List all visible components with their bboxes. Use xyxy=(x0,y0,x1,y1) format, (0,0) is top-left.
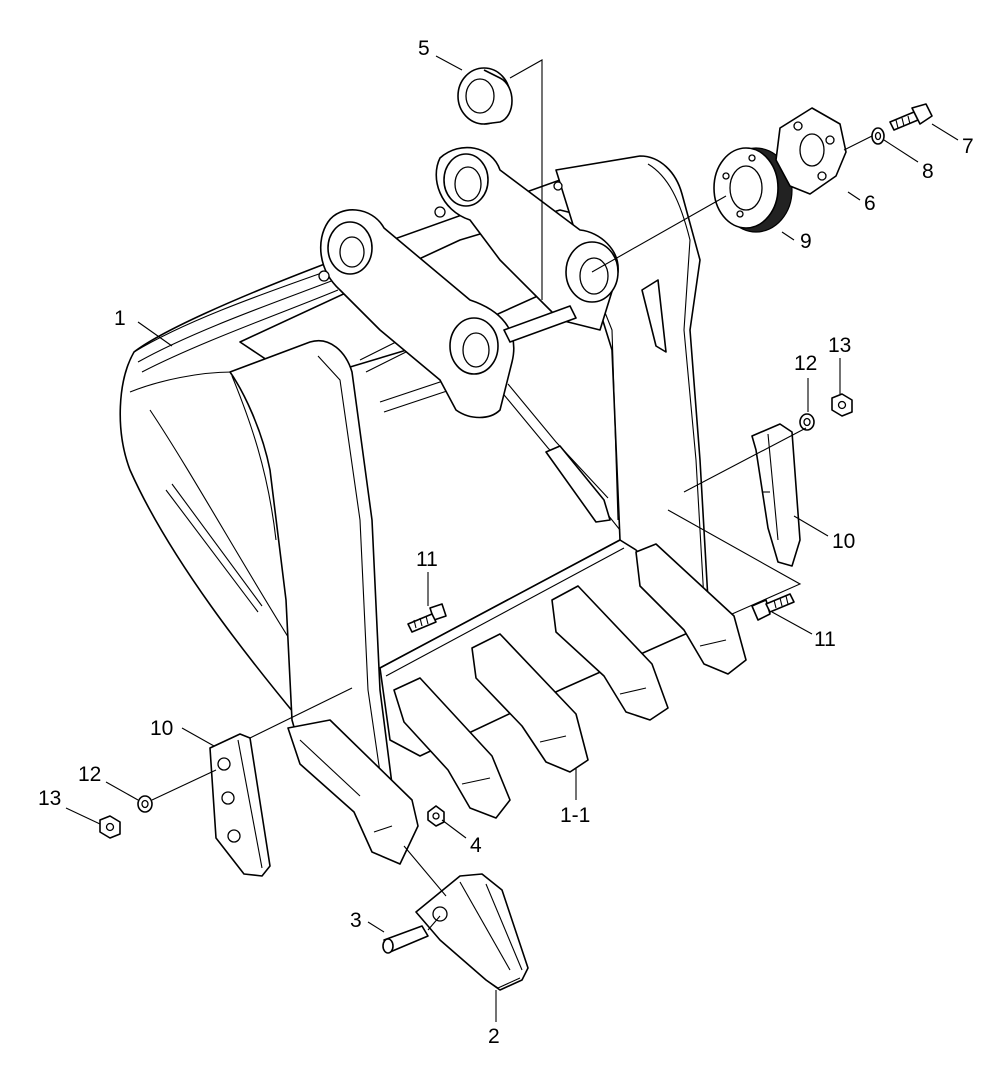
tooth-pin xyxy=(382,925,429,954)
retainer-plate xyxy=(775,107,847,195)
callout-1-1: 1-1 xyxy=(560,804,590,827)
lock-retainer xyxy=(427,805,445,827)
callout-10-left: 10 xyxy=(150,717,173,740)
callout-1: 1 xyxy=(114,307,126,330)
tooth-adapter-5 xyxy=(635,543,747,675)
callout-12-left: 12 xyxy=(78,763,101,786)
bushing xyxy=(457,67,513,125)
tooth-adapter-4 xyxy=(551,585,669,721)
washer-top xyxy=(871,127,885,145)
side-cutter-right xyxy=(751,423,801,567)
tooth-adapter-3 xyxy=(471,633,589,773)
washer-left xyxy=(137,795,153,813)
pin-boss-rear-left xyxy=(443,153,489,207)
callout-4: 4 xyxy=(470,834,482,857)
callout-8: 8 xyxy=(922,160,934,183)
bolt-right xyxy=(751,593,795,621)
side-cutter-left xyxy=(209,733,271,877)
bolt-center xyxy=(407,603,447,633)
callout-6: 6 xyxy=(864,192,876,215)
callout-labels: 1 5 7 8 6 9 12 13 10 11 11 10 12 13 1-1 … xyxy=(38,37,974,1048)
leader-lines xyxy=(65,55,959,1022)
tooth-adapters xyxy=(287,543,747,865)
callout-13-left: 13 xyxy=(38,787,61,810)
callout-3: 3 xyxy=(350,909,362,932)
ring-shim xyxy=(713,147,793,233)
pin-boss-front-right xyxy=(449,317,499,375)
washer-right xyxy=(799,413,815,431)
callout-2: 2 xyxy=(488,1025,500,1048)
callout-11-right: 11 xyxy=(814,628,836,651)
bolt-top xyxy=(889,103,933,131)
callout-5: 5 xyxy=(418,37,430,60)
nut-right xyxy=(831,393,853,417)
pin-boss-front-left xyxy=(327,221,373,275)
callout-12-right: 12 xyxy=(794,352,817,375)
tooth-adapter-1 xyxy=(287,719,419,865)
tooth-point xyxy=(415,873,529,991)
link-brackets xyxy=(318,146,619,419)
callout-9: 9 xyxy=(800,230,812,253)
tooth-adapter-2 xyxy=(393,677,511,819)
callout-13-right: 13 xyxy=(828,334,851,357)
callout-10-right: 10 xyxy=(832,530,855,553)
callout-11-center: 11 xyxy=(416,548,438,571)
nut-left xyxy=(99,815,121,839)
callout-7: 7 xyxy=(962,135,974,158)
